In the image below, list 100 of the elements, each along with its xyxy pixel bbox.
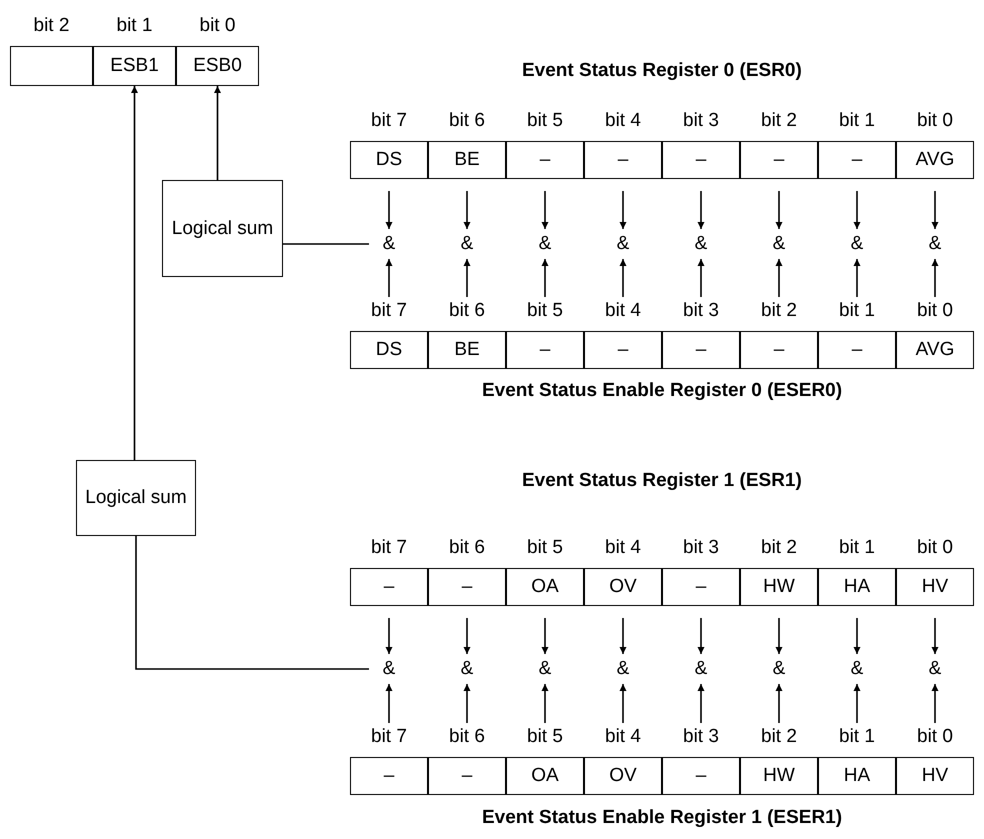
register-bit-cell: AVG [896,141,974,179]
arrow [854,618,860,654]
bit-label: bit 7 [371,300,407,322]
arrow [620,684,626,723]
bit-label: bit 6 [449,110,485,132]
register-bit-cell: HA [818,757,896,795]
bit-label: bit 0 [917,726,953,748]
and-symbol: & [687,231,715,257]
bit-label: bit 1 [839,537,875,559]
register-bit-cell: HV [896,757,974,795]
bit-label: bit 6 [449,537,485,559]
bit-label: bit 6 [449,726,485,748]
and-symbol: & [843,231,871,257]
register-bit-cell: HW [740,568,818,606]
and-symbol: & [531,231,559,257]
arrow [386,259,392,297]
register-bit-cell: – [506,331,584,369]
and-symbol: & [375,231,403,257]
arrow [620,191,626,229]
bit-label: bit 5 [527,726,563,748]
arrow [542,259,548,297]
bit-label: bit 5 [527,537,563,559]
bit-label: bit 0 [917,300,953,322]
register-bit-cell: – [740,331,818,369]
and-symbol: & [609,231,637,257]
logic-box: Logical sum [162,180,283,277]
register-bit-cell: ESB1 [93,46,176,86]
bit-label: bit 0 [917,537,953,559]
arrow [854,684,860,723]
arrow [386,191,392,229]
register-bit-cell: HW [740,757,818,795]
arrow [542,618,548,654]
bit-label: bit 5 [527,110,563,132]
arrow [776,618,782,654]
arrow [464,259,470,297]
register-bit-cell: BE [428,331,506,369]
arrow [214,86,221,180]
bit-label: bit 4 [605,110,641,132]
register-bit-cell: – [662,757,740,795]
bit-label: bit 3 [683,726,719,748]
arrow [698,684,704,723]
register-bit-cell: – [662,568,740,606]
register-bit-cell: HA [818,568,896,606]
bit-label: bit 3 [683,110,719,132]
and-symbol: & [687,656,715,682]
register-bit-cell: – [428,568,506,606]
arrow [854,191,860,229]
register-bit-cell: DS [350,331,428,369]
arrow [131,86,138,460]
arrow [542,191,548,229]
register-bit-cell: OA [506,568,584,606]
bit-label: bit 4 [605,300,641,322]
and-symbol: & [453,656,481,682]
arrow [464,684,470,723]
register-bit-cell: ESB0 [176,46,259,86]
register-bit-cell: – [818,331,896,369]
and-symbol: & [765,656,793,682]
bit-label: bit 7 [371,537,407,559]
bit-label: bit 3 [683,537,719,559]
bit-label: bit 0 [917,110,953,132]
bit-label: bit 1 [839,300,875,322]
arrow [386,684,392,723]
arrow [932,191,938,229]
arrow [932,259,938,297]
arrow [620,259,626,297]
and-symbol: & [453,231,481,257]
connector-line [283,243,369,245]
and-symbol: & [531,656,559,682]
bit-label: bit 2 [761,537,797,559]
bit-label: bit 6 [449,300,485,322]
register-bit-cell: – [662,331,740,369]
register-bit-cell: OV [584,568,662,606]
bit-label: bit 1 [839,726,875,748]
register-bit-cell: – [584,141,662,179]
bit-label: bit 4 [605,726,641,748]
register-bit-cell: – [662,141,740,179]
and-symbol: & [765,231,793,257]
bit-label: bit 2 [761,300,797,322]
arrow [542,684,548,723]
register-bit-cell: BE [428,141,506,179]
and-symbol: & [609,656,637,682]
register-title: Event Status Enable Register 0 (ESER0) [482,380,842,402]
register-bit-cell: – [740,141,818,179]
arrow [698,618,704,654]
bit-label: bit 3 [683,300,719,322]
register-bit-cell: – [818,141,896,179]
register-bit-cell: DS [350,141,428,179]
arrow [698,259,704,297]
register-title: Event Status Register 0 (ESR0) [522,60,802,82]
bit-label: bit 2 [761,110,797,132]
register-bit-cell: OV [584,757,662,795]
arrow [620,618,626,654]
register-bit-cell: – [428,757,506,795]
arrow [776,684,782,723]
bit-label: bit 0 [200,15,236,37]
register-bit-cell: OA [506,757,584,795]
arrow [386,618,392,654]
register-title: Event Status Enable Register 1 (ESER1) [482,807,842,829]
and-symbol: & [921,231,949,257]
register-bit-cell: – [584,331,662,369]
